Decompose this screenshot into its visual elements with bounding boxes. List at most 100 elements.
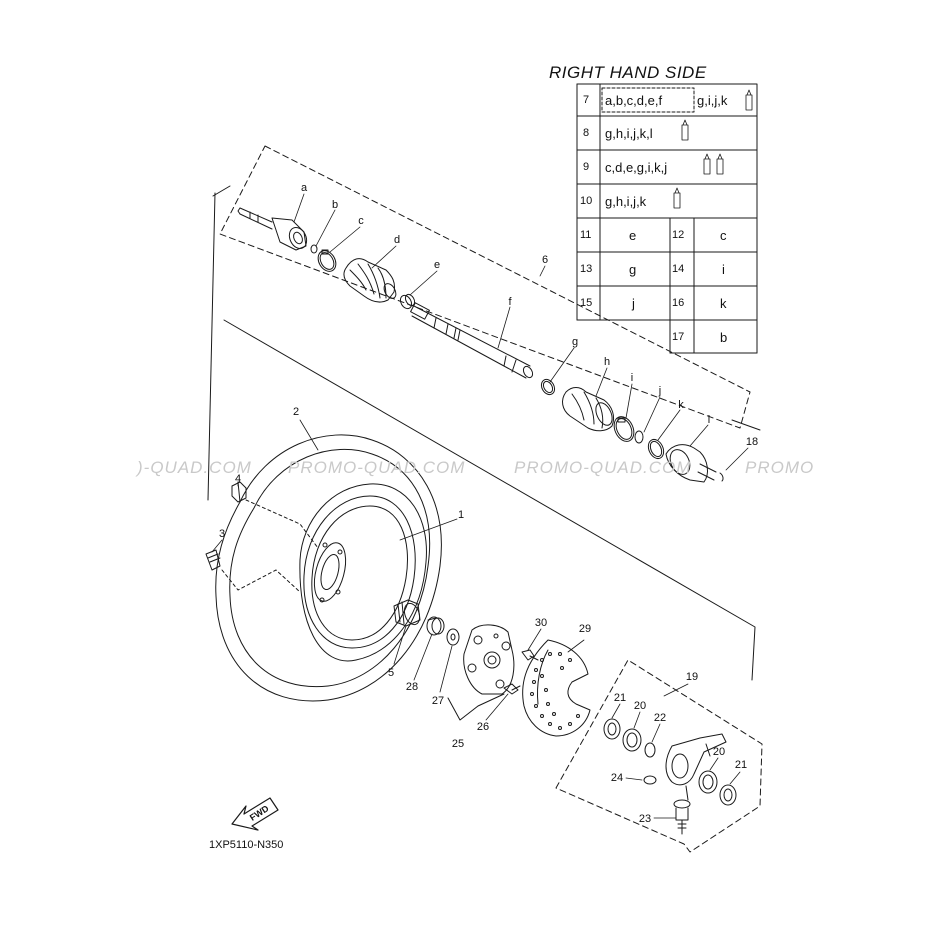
table-grid-lines xyxy=(576,83,758,354)
callout-22: 22 xyxy=(653,712,667,724)
hub-25 xyxy=(463,624,515,695)
circlip-k xyxy=(647,438,665,460)
grid-15-num: 15 xyxy=(580,297,593,309)
watermark-fragment-left: )-QUAD.COM xyxy=(137,458,252,477)
callout-4: 4 xyxy=(234,473,242,485)
callout-23: 23 xyxy=(638,813,652,825)
inner-cv-joint-l xyxy=(665,444,717,483)
callout-20b: 20 xyxy=(712,746,726,758)
tire-2 xyxy=(215,434,442,702)
callout-1: 1 xyxy=(457,509,465,521)
ball-joint-23 xyxy=(673,799,691,835)
watermark-2: PROMO-QUAD.COM xyxy=(514,458,692,477)
bracket-line-end xyxy=(731,419,761,431)
callout-28: 28 xyxy=(405,681,419,693)
grid-14-val: i xyxy=(722,261,725,277)
grid-12-num: 12 xyxy=(672,229,685,241)
bracket-line-main xyxy=(223,319,756,681)
knuckle-dashed-frame xyxy=(555,659,763,853)
bolt-26 xyxy=(503,683,521,695)
row-8-num: 8 xyxy=(583,127,590,139)
callout-3: 3 xyxy=(218,528,226,540)
grid-13-num: 13 xyxy=(580,263,593,275)
callout-d: d xyxy=(393,234,401,246)
leader-lines xyxy=(211,193,749,819)
callout-25: 25 xyxy=(451,738,465,750)
row-9-num: 9 xyxy=(583,161,590,173)
valve-dashed-path xyxy=(221,569,301,593)
callout-k: k xyxy=(678,399,684,411)
callout-j: j xyxy=(658,385,662,397)
callout-b: b xyxy=(331,199,339,211)
callout-20a: 20 xyxy=(633,700,647,712)
wheel-rim-1 xyxy=(303,495,416,649)
callout-c: c xyxy=(358,215,364,227)
circlip-24 xyxy=(643,775,657,785)
grid-16-val: k xyxy=(720,295,727,311)
callout-6: 6 xyxy=(541,254,549,266)
diagram-code: 1XP5110-N350 xyxy=(209,839,284,851)
table-title: RIGHT HAND SIDE xyxy=(549,63,707,82)
grid-11-num: 11 xyxy=(580,229,592,241)
callout-21b: 21 xyxy=(734,759,748,771)
callout-29: 29 xyxy=(578,623,592,635)
bearing-20a xyxy=(622,728,642,752)
callout-19: 19 xyxy=(685,671,699,683)
band-clamp-c xyxy=(317,249,337,272)
callout-e: e xyxy=(433,259,441,271)
callout-27: 27 xyxy=(431,695,445,707)
callout-24: 24 xyxy=(610,772,624,784)
callout-l: l xyxy=(707,414,711,426)
row-7-rest: g,i,j,k xyxy=(697,92,728,108)
grid-14-num: 14 xyxy=(672,263,685,275)
bearing-20b xyxy=(698,770,718,794)
grid-15-val: j xyxy=(632,295,635,311)
driveshaft-dashed-frame xyxy=(219,145,751,429)
nut-dashed-path xyxy=(245,499,319,549)
boot-h xyxy=(562,387,615,432)
oil-seal-21b xyxy=(719,784,737,806)
boot-d xyxy=(343,258,397,303)
watermark-1: PROMO-QUAD.COM xyxy=(288,458,466,477)
bracket-line-top xyxy=(212,185,231,197)
callout-26: 26 xyxy=(476,721,490,733)
row-8-text: g,h,i,j,k,l xyxy=(605,125,653,141)
grid-13-val: g xyxy=(629,261,637,277)
washer-27 xyxy=(446,628,460,646)
watermark-fragment-right: PROMO xyxy=(745,458,815,477)
outer-cv-joint-a xyxy=(237,207,308,251)
row-17-val: b xyxy=(720,329,728,345)
circlip-b xyxy=(310,244,318,254)
callout-f: f xyxy=(508,296,512,308)
callout-21a: 21 xyxy=(613,692,627,704)
wheel-nut-4 xyxy=(231,481,247,503)
row-17-num: 17 xyxy=(672,331,685,343)
knuckle-19 xyxy=(665,733,727,801)
circlip-18 xyxy=(719,472,724,482)
callout-i: i xyxy=(630,372,634,384)
row-9-text: c,d,e,g,i,k,j xyxy=(605,159,668,175)
callout-a: a xyxy=(300,182,308,194)
grid-11-val: e xyxy=(629,227,637,243)
row-7-num: 7 xyxy=(583,94,590,106)
axle-shaft-f xyxy=(410,302,534,379)
callout-h: h xyxy=(603,356,611,368)
band-clamp-g xyxy=(540,378,556,396)
bracket-line-left xyxy=(207,192,216,501)
grid-12-val: c xyxy=(720,227,727,243)
circlip-j xyxy=(634,430,644,444)
callout-30: 30 xyxy=(534,617,548,629)
row-10-num: 10 xyxy=(580,195,593,207)
fwd-arrow-icon xyxy=(231,797,279,831)
collar-5 xyxy=(393,599,421,627)
callout-2: 2 xyxy=(292,406,300,418)
band-clamp-i xyxy=(613,416,635,442)
oil-seal-21a xyxy=(603,718,621,740)
callout-g: g xyxy=(571,336,579,348)
grid-16-num: 16 xyxy=(672,297,685,309)
brake-disc-29 xyxy=(522,639,591,737)
band-clamp-e xyxy=(399,293,416,310)
grease-tube-icons xyxy=(673,89,753,209)
